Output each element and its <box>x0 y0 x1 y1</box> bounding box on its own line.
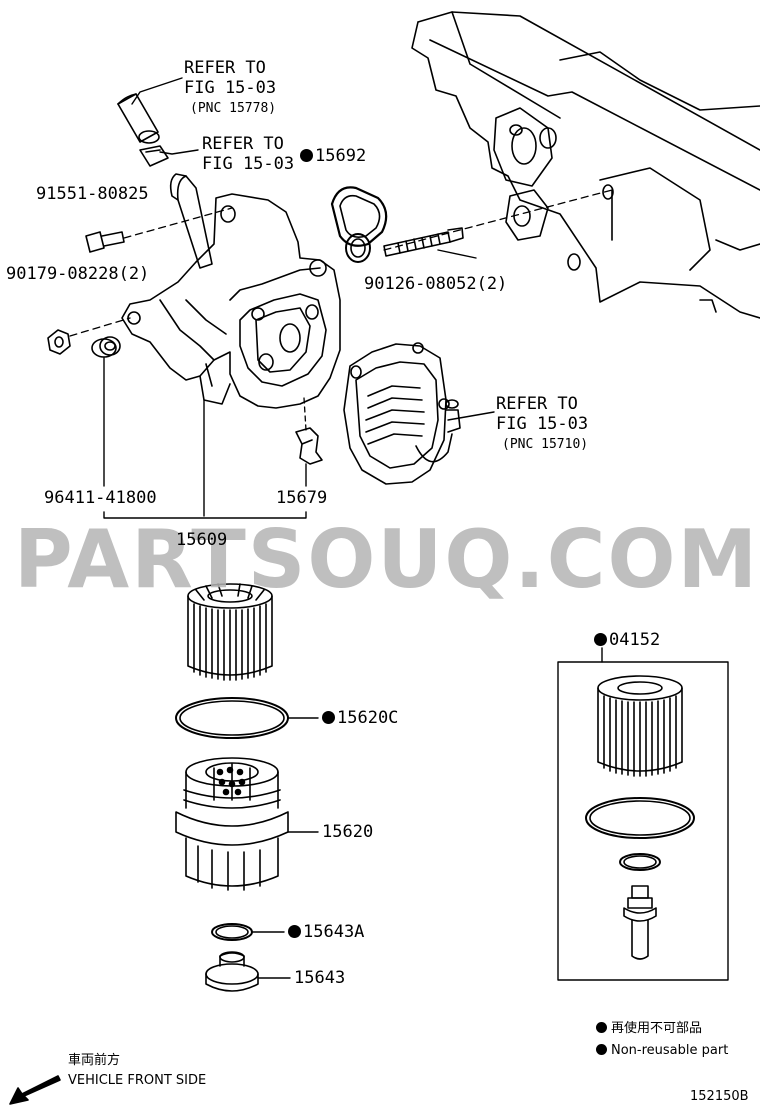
watermark: PARTSOUQ.COM <box>14 513 760 606</box>
leader-lines-upper <box>103 77 495 519</box>
part-label-15643a: 15643A <box>288 924 364 941</box>
part-label-04152: 04152 <box>594 632 660 649</box>
drain-plug-15643-drawing <box>205 951 291 992</box>
clip-15679-drawing <box>295 427 323 465</box>
ref-right-line2: FIG 15-03 <box>496 414 589 434</box>
ref-mid-line1: REFER TO <box>202 134 284 154</box>
engine-block-drawing <box>411 11 760 319</box>
gasket-15643a-drawing <box>211 923 285 941</box>
oil-filter-element-drawing <box>187 583 273 681</box>
figure-code: 152150B <box>690 1089 749 1104</box>
ref-mid-line2: FIG 15-03 <box>202 154 295 174</box>
clip-drawing <box>139 145 169 167</box>
nut-90179-drawing <box>47 317 131 355</box>
part-label-15609: 15609 <box>176 530 228 550</box>
front-label-en: VEHICLE FRONT SIDE <box>68 1073 207 1088</box>
o-ring-15620c-drawing <box>175 697 319 739</box>
front-arrow-icon <box>9 1075 61 1105</box>
plug-96411-drawing <box>91 336 121 358</box>
stud-90126-drawing <box>383 227 464 257</box>
non-reusable-dot-icon <box>596 1044 607 1055</box>
part-label-91551: 91551-80825 <box>36 184 149 204</box>
part-label-15679: 15679 <box>276 488 328 508</box>
legend-jp: 再使用不可部品 <box>596 1022 702 1035</box>
oil-cooler-15710-drawing <box>343 342 461 485</box>
part-label-15643: 15643 <box>294 968 346 988</box>
part-label-96411: 96411-41800 <box>44 488 157 508</box>
non-reusable-dot-icon <box>300 149 313 162</box>
part-label-15620c: 15620C <box>322 710 398 727</box>
hose-15778-drawing <box>117 93 160 144</box>
part-label-15692: 15692 <box>300 148 366 165</box>
bolt-91551-drawing <box>85 207 233 253</box>
part-label-90179: 90179-08228(2) <box>6 264 150 284</box>
part-label-90126: 90126-08052(2) <box>364 274 508 294</box>
non-reusable-dot-icon <box>288 925 301 938</box>
ref-right-line3: (PNC 15710) <box>502 437 589 452</box>
ref-top-line3: (PNC 15778) <box>190 101 277 116</box>
kit-04152-drawing <box>557 647 729 981</box>
front-label-jp: 車両前方 <box>68 1053 121 1068</box>
part-label-15620: 15620 <box>322 822 374 842</box>
non-reusable-dot-icon <box>596 1022 607 1033</box>
non-reusable-dot-icon <box>322 711 335 724</box>
filter-bracket-15609-drawing <box>121 173 341 409</box>
ref-right-line1: REFER TO <box>496 394 578 414</box>
ref-top-line1: REFER TO <box>184 58 266 78</box>
legend-en: Non-reusable part <box>596 1044 728 1057</box>
filter-cap-15620-drawing <box>175 757 319 891</box>
gasket-15692-drawing <box>330 186 388 263</box>
ref-top-line2: FIG 15-03 <box>184 78 277 98</box>
non-reusable-dot-icon <box>594 633 607 646</box>
